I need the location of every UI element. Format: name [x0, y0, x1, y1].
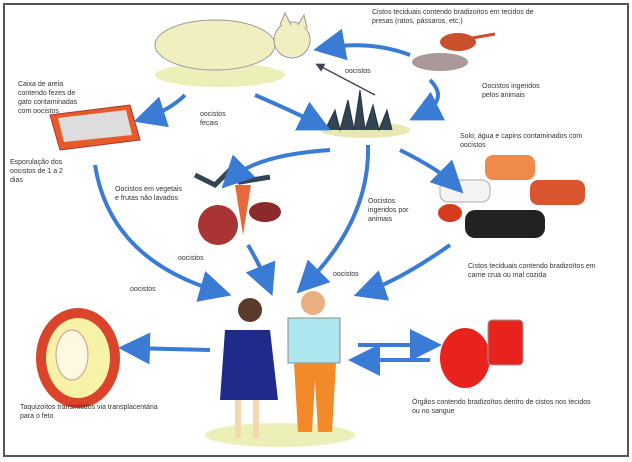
bird-mouse-illustration	[412, 32, 496, 71]
farm-animals-illustration	[438, 155, 585, 238]
label-oocysts-left: oocistos	[130, 286, 156, 293]
litter-box-illustration	[49, 104, 141, 151]
fetus-illustration	[36, 308, 120, 408]
label-litter-box: Caixa de areia contendo fezes de gato co…	[18, 81, 78, 115]
label-soil-water: Solo, água e capins contaminados com ooc…	[460, 133, 583, 149]
label-fecal-oocysts: oocistos fecais	[200, 111, 226, 127]
thin-arrow	[315, 63, 376, 96]
label-meat-cysts: Cistos teciduais contendo bradizoítos em…	[468, 263, 596, 279]
organs-blood-illustration	[440, 319, 524, 388]
label-oocysts-center: oocistos	[333, 271, 359, 278]
cycle-arrows	[93, 28, 464, 376]
people-illustration	[205, 291, 355, 447]
grass-illustration	[320, 89, 410, 138]
label-oocysts-top: oocistos	[345, 68, 371, 75]
label-oocysts-veg: oocistos	[178, 255, 204, 262]
label-vegetables: Oocistos em vegetais e frutas não lavado…	[115, 186, 182, 202]
label-organs: Órgãos contendo bradizoítos dentro de ci…	[412, 399, 591, 415]
label-transplacental: Taquizoítos transmitidos via transplacen…	[20, 404, 158, 420]
label-prey-cysts: Cistos teciduais contendo bradizoítos em…	[372, 9, 534, 25]
vegetables-illustration	[193, 166, 281, 245]
label-sporulation: Esporulação dos oocistos de 1 a 2 dias	[10, 159, 63, 184]
label-ingested-animals: Oocistos ingeridos pelos animais	[482, 83, 540, 99]
label-ingested-by-animals: Oocistos ingeridos por animais	[368, 198, 409, 223]
cat-illustration	[154, 11, 311, 87]
